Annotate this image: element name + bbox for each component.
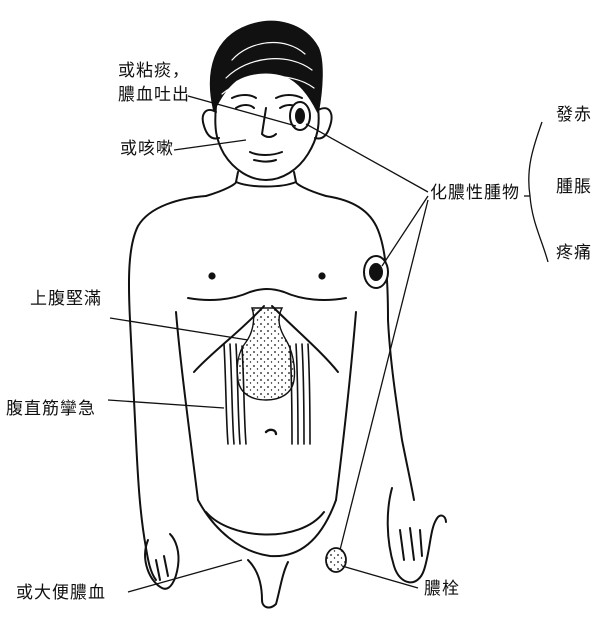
- left-hand: [144, 533, 180, 590]
- hair: [209, 20, 323, 113]
- neck: [205, 171, 239, 197]
- label-cough: 或咳嗽: [120, 139, 174, 159]
- thigh-lesion: [325, 547, 347, 573]
- label-redness: 發赤: [556, 105, 592, 125]
- label-embolus: 膿栓: [424, 579, 460, 599]
- torso-outline: [127, 195, 207, 549]
- label-swelling: 腫脹: [556, 177, 592, 197]
- arm-lesion: [363, 255, 389, 289]
- label-rectus-spasm: 腹直筋攣急: [6, 399, 96, 419]
- right-nipple: [318, 272, 326, 280]
- loincloth: [247, 559, 289, 609]
- navel: [264, 428, 278, 436]
- left-nipple: [208, 272, 216, 280]
- label-abscess: 化膿性腫物: [430, 183, 520, 203]
- label-epigastric-fullness: 上腹堅滿: [30, 289, 102, 309]
- leader-lines: [107, 95, 549, 593]
- left-ear: [201, 108, 220, 140]
- right-hand: [386, 487, 447, 584]
- label-phlegm-line2: 膿血吐出: [118, 85, 190, 105]
- rectus-muscle-lines: [223, 343, 311, 445]
- cheek-lesion: [289, 101, 311, 131]
- label-pain: 疼痛: [556, 243, 592, 263]
- epigastric-region: [236, 307, 296, 401]
- label-bloody-stool: 或大便膿血: [16, 583, 106, 603]
- face-outline: [214, 105, 320, 181]
- right-ear: [314, 107, 333, 140]
- pectoral-line: [187, 288, 347, 301]
- label-phlegm-line1: 或粘痰，: [118, 61, 190, 81]
